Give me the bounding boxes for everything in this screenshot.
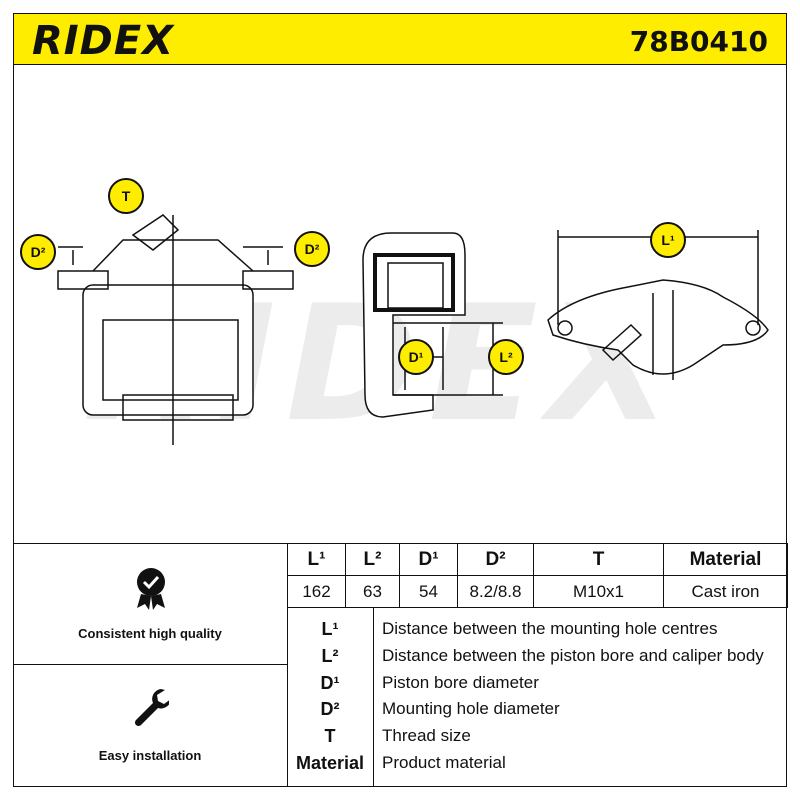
legend-desc: Distance between the piston bore and cal…	[382, 646, 764, 665]
spec-value-l2: 63	[345, 575, 400, 608]
legend-desc: Distance between the mounting hole centr…	[382, 619, 718, 638]
legend-key: Material	[295, 753, 365, 773]
caliper-section-view	[362, 232, 503, 418]
legend-key: L²	[321, 646, 339, 666]
legend-row: Material Product material	[287, 753, 787, 779]
feature-divider	[13, 664, 287, 665]
badge-d2-right: D²	[294, 231, 330, 267]
spec-header-d1: D¹	[399, 543, 458, 576]
legend-desc: Mounting hole diameter	[382, 699, 560, 718]
legend-divider	[373, 607, 374, 787]
feature-label: Consistent high quality	[78, 626, 222, 641]
feature-quality: Consistent high quality	[13, 544, 287, 664]
feature-installation: Easy installation	[13, 665, 287, 787]
header-bar: RIDEX 78B0410	[13, 13, 787, 65]
badge-l2: L²	[488, 339, 524, 375]
legend-key: L¹	[321, 619, 339, 639]
legend-key: D¹	[320, 673, 340, 693]
column-divider	[287, 543, 288, 787]
badge-d2-left: D²	[20, 234, 56, 270]
badge-l1: L¹	[650, 222, 686, 258]
brand-logo: RIDEX	[32, 18, 175, 64]
legend-desc: Thread size	[382, 726, 471, 745]
spec-header-l2: L²	[345, 543, 400, 576]
legend-desc: Product material	[382, 753, 506, 772]
spec-table: L¹ L² D¹ D² T Material 162 63 54 8.2/8.8…	[287, 543, 788, 608]
spec-value-d2: 8.2/8.8	[457, 575, 534, 608]
legend-row: D¹ Piston bore diameter	[287, 673, 787, 699]
spec-value-d1: 54	[399, 575, 458, 608]
spec-value-material: Cast iron	[663, 575, 788, 608]
legend-desc: Piston bore diameter	[382, 673, 539, 692]
feature-label: Easy installation	[98, 748, 202, 763]
content-frame	[13, 65, 787, 787]
spec-header-d2: D²	[457, 543, 534, 576]
spec-header-material: Material	[663, 543, 788, 576]
product-code: 78B0410	[629, 25, 768, 58]
spec-value-t: M10x1	[533, 575, 664, 608]
spec-value-l1: 162	[287, 575, 346, 608]
wrench-icon	[134, 689, 169, 727]
legend-key: T	[324, 726, 336, 746]
legend-row: T Thread size	[287, 726, 787, 752]
spec-header-l1: L¹	[287, 543, 346, 576]
legend-row: L¹ Distance between the mounting hole cen…	[287, 619, 787, 645]
legend-key: D²	[320, 699, 340, 719]
caliper-drawings	[57, 214, 769, 445]
legend-row: L² Distance between the piston bore and c…	[287, 646, 787, 672]
quality-check-icon	[137, 568, 165, 610]
badge-d1: D¹	[398, 339, 434, 375]
spec-header-t: T	[533, 543, 664, 576]
technical-drawing: RIDEX	[13, 65, 787, 543]
legend-row: D² Mounting hole diameter	[287, 699, 787, 725]
badge-t: T	[108, 178, 144, 214]
caliper-front-view	[57, 214, 294, 445]
